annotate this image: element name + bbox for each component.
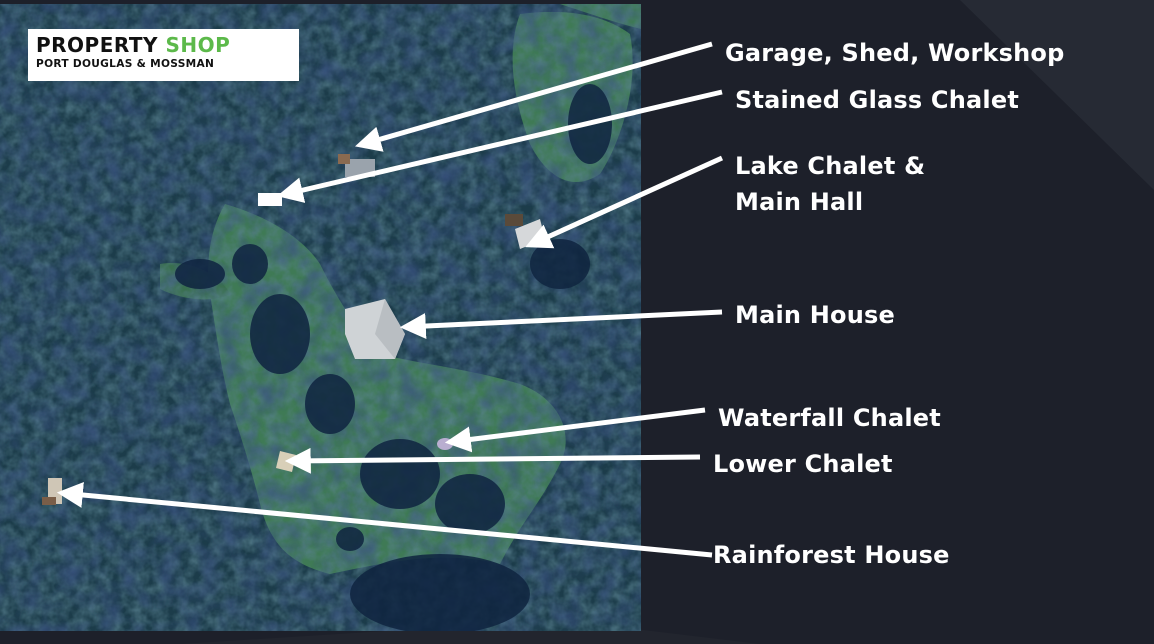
logo-brand: PROPERTY SHOP [36, 34, 291, 56]
label-lower-chalet: Lower Chalet [713, 450, 893, 478]
aerial-map [0, 4, 641, 631]
label-waterfall-chalet: Waterfall Chalet [718, 404, 941, 432]
logo-brand-primary: PROPERTY [36, 33, 159, 57]
logo-brand-accent: SHOP [165, 33, 231, 57]
label-lake-chalet-line2: Main Hall [735, 188, 864, 216]
label-lake-chalet-line1: Lake Chalet & [735, 152, 926, 180]
stained-glass-chalet-marker [258, 193, 282, 206]
label-rainforest-house: Rainforest House [713, 541, 950, 569]
property-shop-logo: PROPERTY SHOP PORT DOUGLAS & MOSSMAN [28, 29, 299, 81]
logo-tagline: PORT DOUGLAS & MOSSMAN [36, 58, 215, 70]
label-main-house: Main House [735, 301, 895, 329]
label-garage-shed-workshop: Garage, Shed, Workshop [725, 39, 1065, 67]
waterfall-chalet-roof [437, 438, 453, 450]
label-stained-glass-chalet: Stained Glass Chalet [735, 86, 1019, 114]
